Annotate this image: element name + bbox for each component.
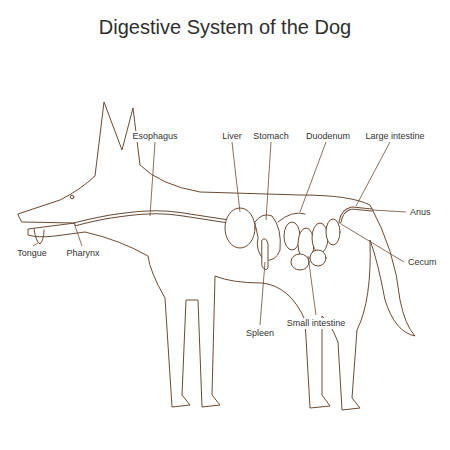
intestine-loop xyxy=(291,254,309,270)
part-label: Cecum xyxy=(407,257,438,268)
large-intestine-inner xyxy=(340,208,372,222)
intestine-loop xyxy=(310,250,326,266)
part-label: Anus xyxy=(409,207,432,218)
leader-line xyxy=(260,262,265,325)
liver xyxy=(225,208,255,248)
part-label: Duodenum xyxy=(305,131,351,142)
large-intestine xyxy=(340,208,372,222)
esophagus-inner xyxy=(76,212,232,224)
diagram-title: Digestive System of the Dog xyxy=(0,16,450,39)
leader-line xyxy=(308,256,316,315)
leader-line xyxy=(150,142,155,216)
part-label: Stomach xyxy=(252,131,290,142)
leader-line xyxy=(341,224,404,262)
leader-line xyxy=(300,142,326,212)
leader-line xyxy=(373,210,406,212)
leader-line xyxy=(266,142,271,220)
eye xyxy=(70,195,74,199)
part-label: Tongue xyxy=(16,248,48,259)
intestine-loop xyxy=(326,219,340,245)
dog-outline xyxy=(18,102,415,410)
part-label: Large intestine xyxy=(364,131,425,142)
part-label: Spleen xyxy=(245,328,275,339)
part-label: Esophagus xyxy=(131,131,178,142)
part-label: Small intestine xyxy=(286,318,347,329)
leader-line xyxy=(232,142,240,212)
part-label: Liver xyxy=(221,131,243,142)
small-intestine xyxy=(284,219,340,270)
tongue xyxy=(34,229,44,244)
intestine-loop xyxy=(312,223,328,253)
leader-line xyxy=(75,226,82,246)
leader-line xyxy=(356,142,390,206)
duodenum xyxy=(278,213,305,222)
esophagus xyxy=(76,212,232,224)
leader-line xyxy=(33,243,38,246)
part-label: Pharynx xyxy=(65,248,100,259)
